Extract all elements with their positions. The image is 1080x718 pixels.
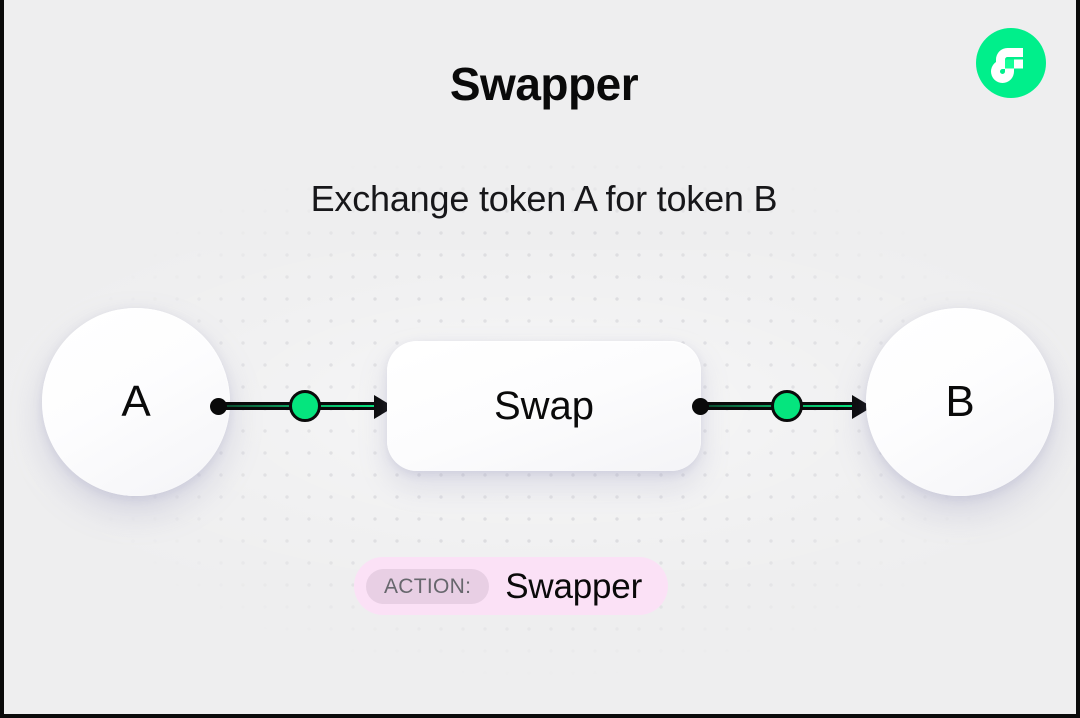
connector-source-dot [692, 398, 709, 415]
process-node-swap[interactable]: Swap [387, 341, 701, 471]
page-subtitle: Exchange token A for token B [310, 178, 778, 219]
connector-swap-to-b [692, 386, 872, 426]
connector-mid-dot-icon [771, 390, 803, 422]
token-node-b-label: B [945, 377, 975, 426]
token-node-a[interactable]: A [42, 308, 230, 496]
token-node-b[interactable]: B [866, 308, 1054, 496]
page-title: Swapper [449, 58, 639, 110]
action-badge-value: Swapper [505, 566, 643, 606]
process-node-swap-label: Swap [493, 384, 595, 428]
action-badge-tag: ACTION: [366, 568, 490, 604]
flow-diagram: A Swap B [4, 300, 1076, 510]
connector-source-dot [210, 398, 227, 415]
action-badge: ACTION: Swapper [354, 557, 669, 615]
connector-a-to-swap [210, 386, 394, 426]
flow-logo-icon [976, 28, 1046, 98]
token-node-a-label: A [121, 377, 151, 426]
connector-mid-dot-icon [289, 390, 321, 422]
